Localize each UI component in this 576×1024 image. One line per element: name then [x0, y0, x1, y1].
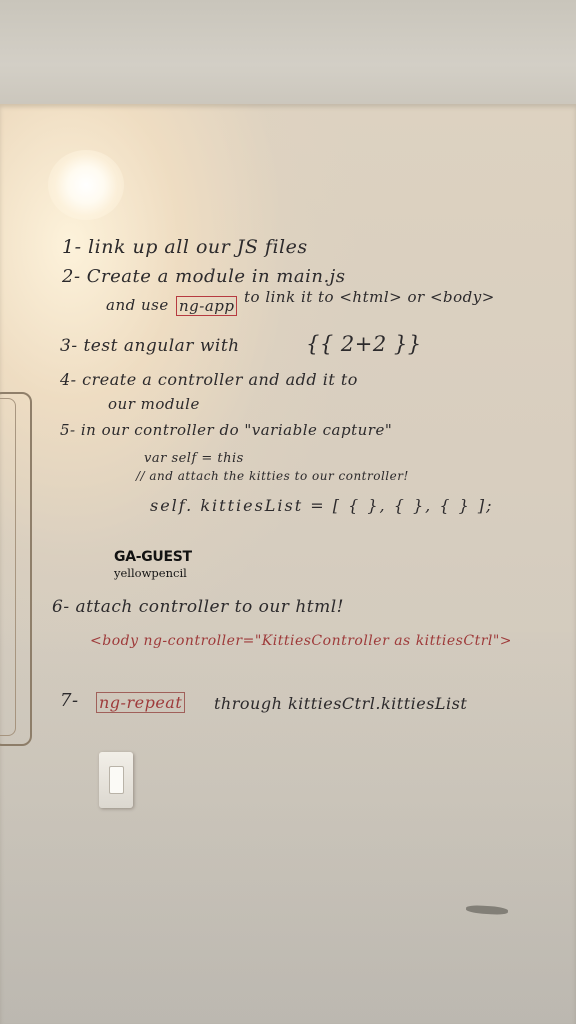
whiteboard	[0, 104, 576, 1024]
light-switch-toggle	[109, 766, 124, 794]
step-3-text: 3- test angular with	[60, 336, 240, 356]
step-5-text: 5- in our controller do "variable captur…	[60, 421, 393, 439]
step-5-var-self: var self = this	[144, 451, 244, 466]
step-4-text-2: our module	[108, 395, 200, 413]
step-6-text: 6- attach controller to our html!	[52, 597, 344, 617]
step-7-number: 7-	[60, 690, 79, 711]
step-5-kitties-list: self. kittiesList = [ { }, { }, { } ];	[150, 496, 494, 515]
ng-repeat-highlight: ng-repeat	[96, 692, 186, 713]
ga-guest-logo: GA-GUEST	[114, 549, 192, 565]
step-7-through-text: through kittiesCtrl.kittiesList	[214, 694, 468, 713]
step-4-text: 4- create a controller and add it to	[60, 370, 358, 389]
yellowpencil-text: yellowpencil	[114, 566, 187, 580]
step-6-body-tag: <body ng-controller="KittiesController a…	[90, 633, 513, 649]
step-3-expression: {{ 2+2 }}	[306, 332, 422, 356]
lower-shadow	[0, 620, 576, 1024]
step-2-and-use: and use	[106, 296, 169, 314]
wall-frame	[0, 392, 32, 746]
wall-frame-inner	[0, 398, 16, 736]
ceiling	[0, 0, 576, 108]
step-5-comment: // and attach the kitties to our control…	[136, 469, 409, 483]
step-2-title: 2- Create a module in main.js	[62, 266, 346, 287]
ng-app-highlight: ng-app	[176, 296, 238, 316]
light-glare	[48, 150, 124, 220]
step-1-text: 1- link up all our JS files	[62, 236, 308, 258]
step-2-link-text: to link it to <html> or <body>	[244, 288, 495, 306]
